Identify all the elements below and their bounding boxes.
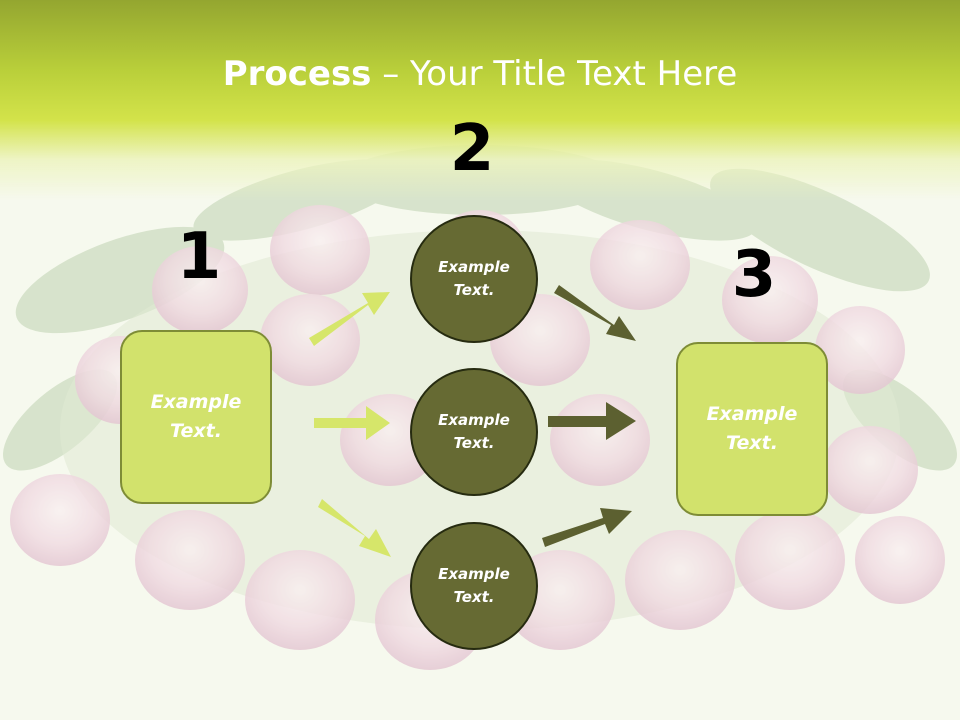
- circle-3-line1: Example: [438, 565, 510, 583]
- title-bold: Process: [222, 54, 372, 94]
- arrow-circle3-to-box3: [542, 508, 632, 547]
- step-2-circle-2[interactable]: Example Text.: [410, 368, 538, 496]
- step-number-3: 3: [731, 238, 777, 312]
- step-2-circle-1[interactable]: Example Text.: [410, 215, 538, 343]
- circle-2-line2: Text.: [453, 434, 495, 452]
- step-3-box[interactable]: Example Text.: [676, 342, 828, 516]
- arrow-circle1-to-box3: [554, 285, 636, 341]
- arrow-box1-to-circle2: [314, 406, 390, 440]
- step-2-circle-3[interactable]: Example Text.: [410, 522, 538, 650]
- circle-2-line1: Example: [438, 411, 510, 429]
- arrow-box1-to-circle1: [309, 292, 390, 346]
- step-1-line1: Example: [150, 391, 242, 413]
- step-3-line2: Text.: [726, 432, 778, 454]
- arrow-box1-to-circle3: [318, 499, 391, 557]
- step-3-line1: Example: [706, 403, 798, 425]
- title-rest: – Your Title Text Here: [371, 54, 738, 94]
- step-number-1: 1: [176, 220, 222, 294]
- step-1-box[interactable]: Example Text.: [120, 330, 272, 504]
- step-number-2: 2: [449, 112, 495, 186]
- slide-title: Process – Your Title Text Here: [0, 52, 960, 96]
- arrow-circle2-to-box3: [548, 402, 636, 440]
- circle-3-line2: Text.: [453, 588, 495, 606]
- circle-1-line1: Example: [438, 258, 510, 276]
- circle-1-line2: Text.: [453, 281, 495, 299]
- header-band: [0, 0, 960, 200]
- step-1-line2: Text.: [170, 420, 222, 442]
